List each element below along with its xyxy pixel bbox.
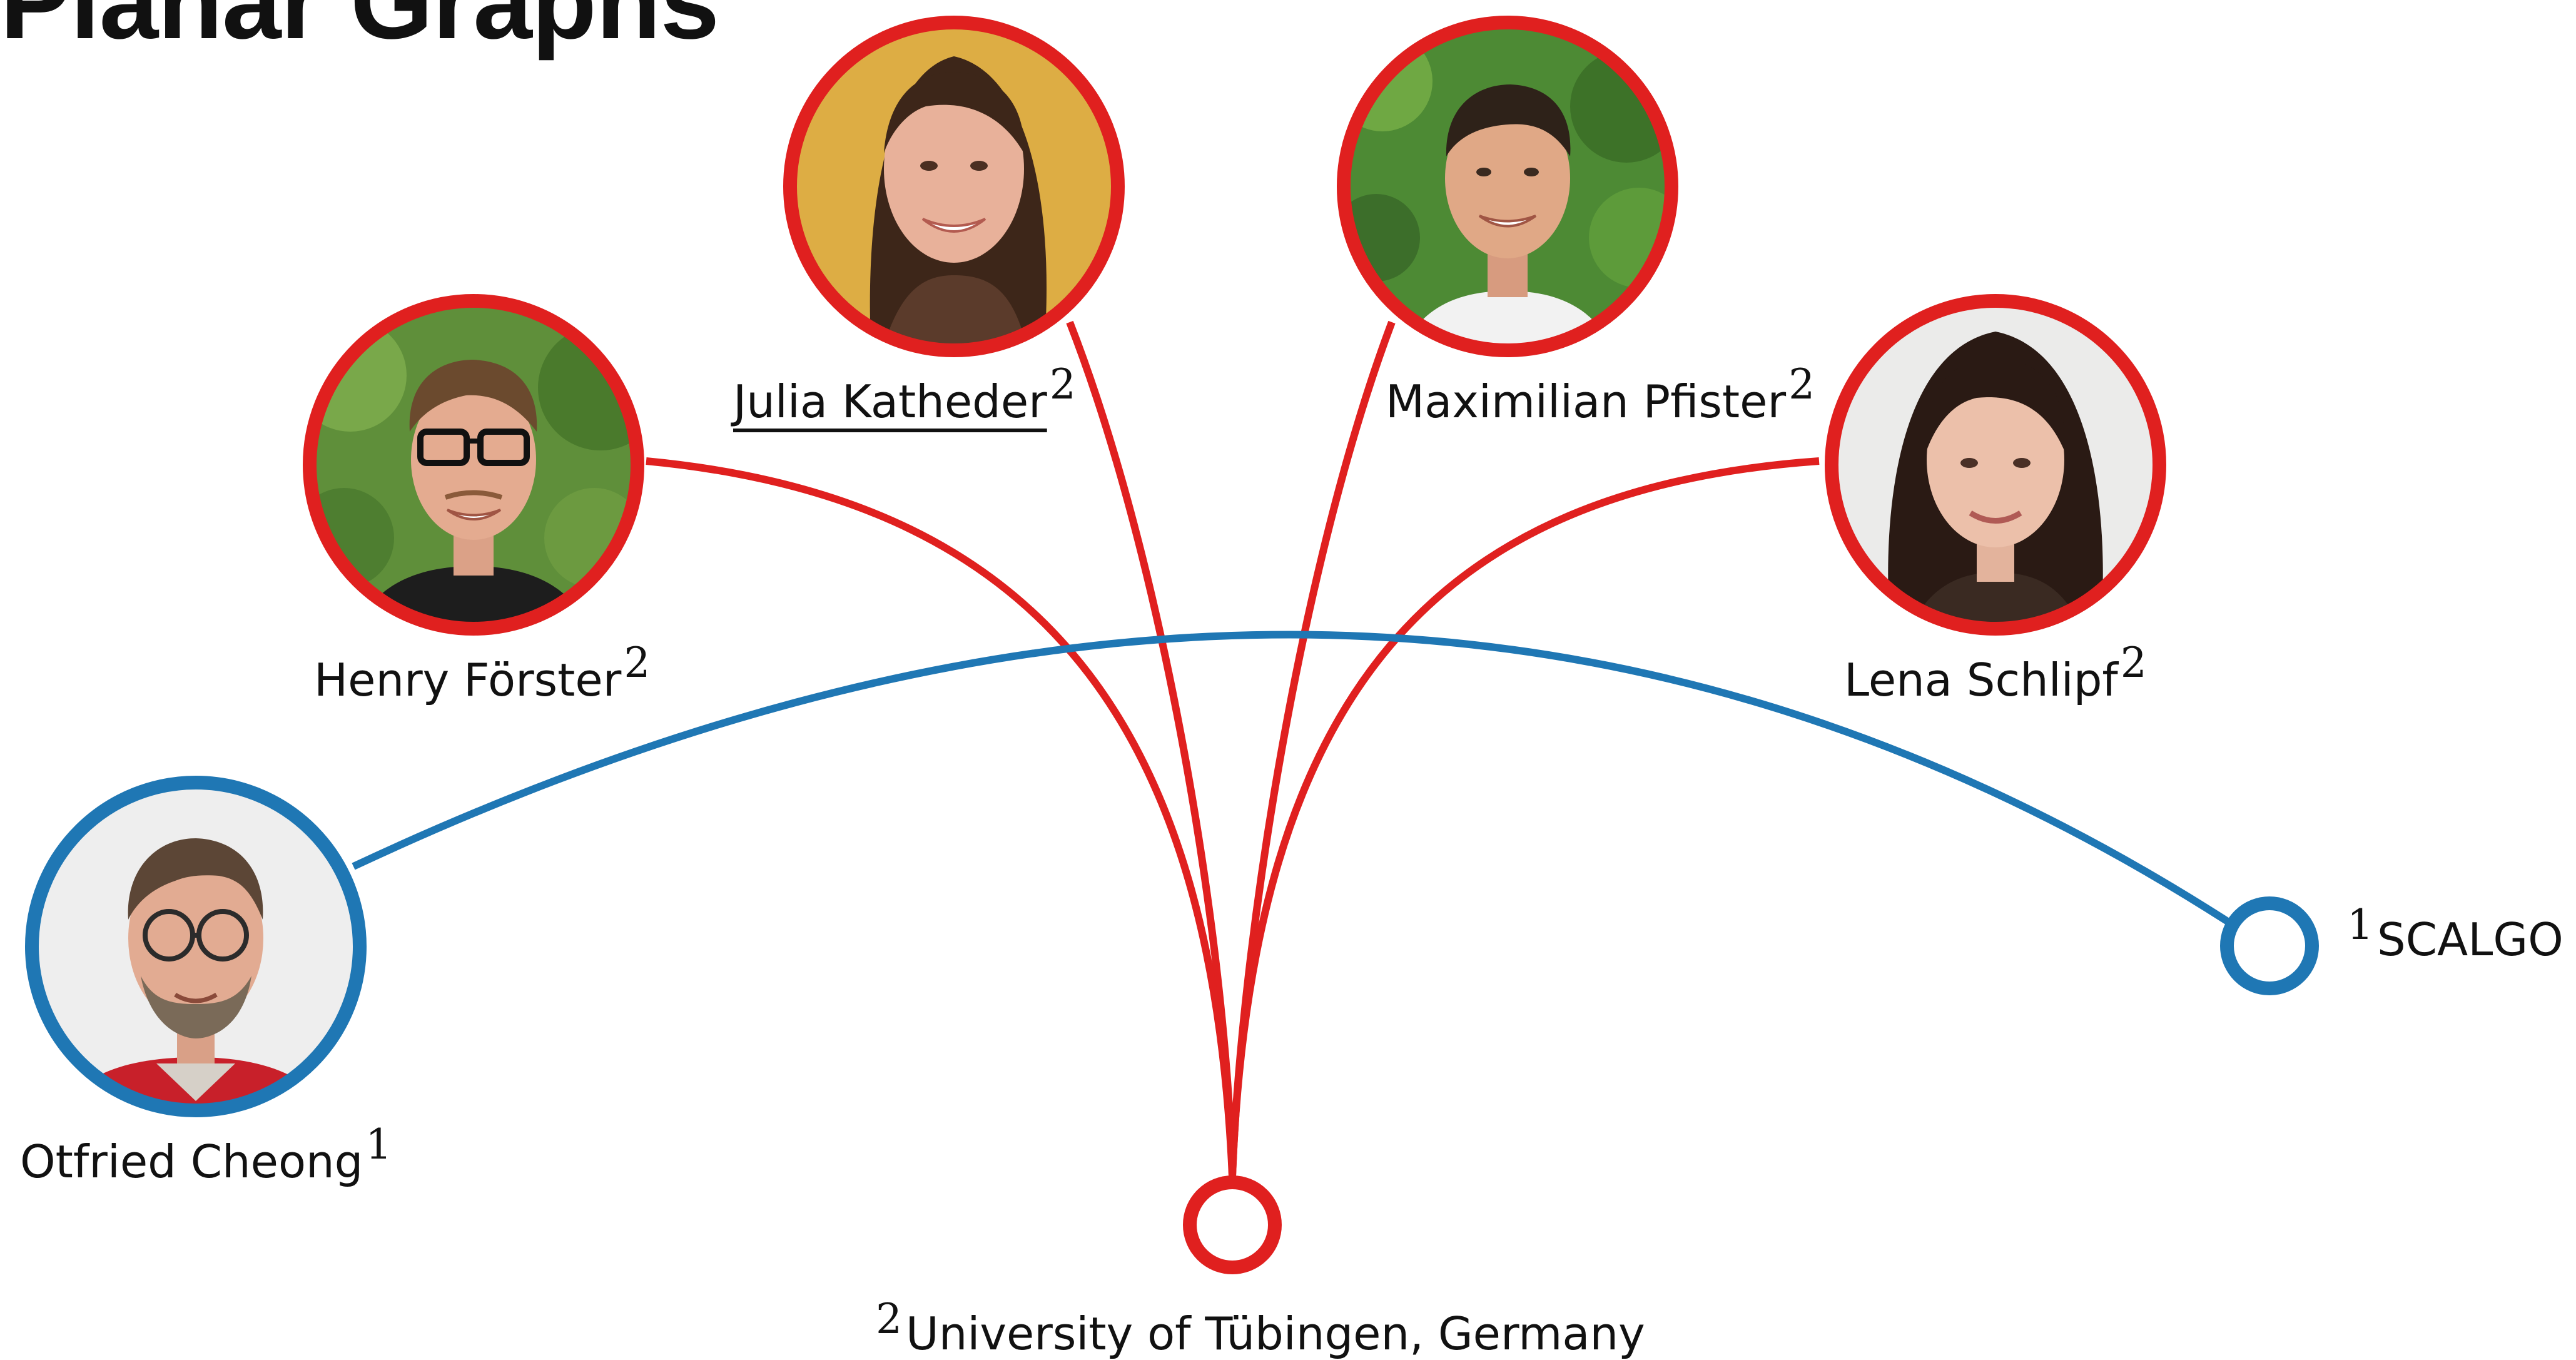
author-label-otfried-cheong: Otfried Cheong1 <box>20 1124 392 1189</box>
affiliation-superscript: 2 <box>1788 360 1815 409</box>
affiliation-number: 2 <box>876 1295 902 1343</box>
author-name: Henry Förster <box>314 654 622 706</box>
edge-lena-tubingen <box>1229 457 1820 1177</box>
slide-title: Planar Graphs <box>0 0 719 61</box>
edge-henry-tubingen <box>646 457 1236 1177</box>
author-name: Lena Schlipf <box>1844 654 2118 706</box>
node-scalgo <box>2220 896 2319 995</box>
edge-julia-tubingen <box>1066 320 1236 1177</box>
affiliation-label-scalgo: 1SCALGO <box>2347 901 2563 966</box>
maximilian-pfister-photo <box>1337 16 1678 357</box>
author-name: Maximilian Pfister <box>1386 375 1787 428</box>
henry-forster-photo <box>303 294 644 636</box>
otfried-cheong-photo <box>25 776 367 1117</box>
author-name: Julia Katheder <box>733 375 1047 428</box>
affiliation-superscript: 1 <box>365 1120 392 1169</box>
affiliation-label-university-tubingen: 2University of Tübingen, Germany <box>876 1295 1645 1360</box>
author-label-lena-schlipf: Lena Schlipf2 <box>1844 642 2147 707</box>
lena-schlipf-photo <box>1825 294 2166 636</box>
julia-katheder-photo <box>783 16 1125 357</box>
edge-otfried-scalgo <box>352 631 2239 931</box>
affiliation-name: SCALGO <box>2377 913 2563 966</box>
author-label-julia-katheder: Julia Katheder2 <box>733 364 1076 429</box>
affiliation-superscript: 2 <box>2120 639 2147 687</box>
affiliation-superscript: 2 <box>1049 360 1076 409</box>
author-label-maximilian-pfister: Maximilian Pfister2 <box>1386 364 1815 429</box>
node-university-tubingen <box>1183 1175 1282 1274</box>
affiliation-name: University of Tübingen, Germany <box>906 1307 1645 1360</box>
author-label-henry-forster: Henry Förster2 <box>314 642 650 707</box>
edge-maximilian-tubingen <box>1229 320 1396 1177</box>
affiliation-number: 1 <box>2347 901 2373 949</box>
author-name: Otfried Cheong <box>20 1135 363 1188</box>
affiliation-superscript: 2 <box>624 639 651 687</box>
